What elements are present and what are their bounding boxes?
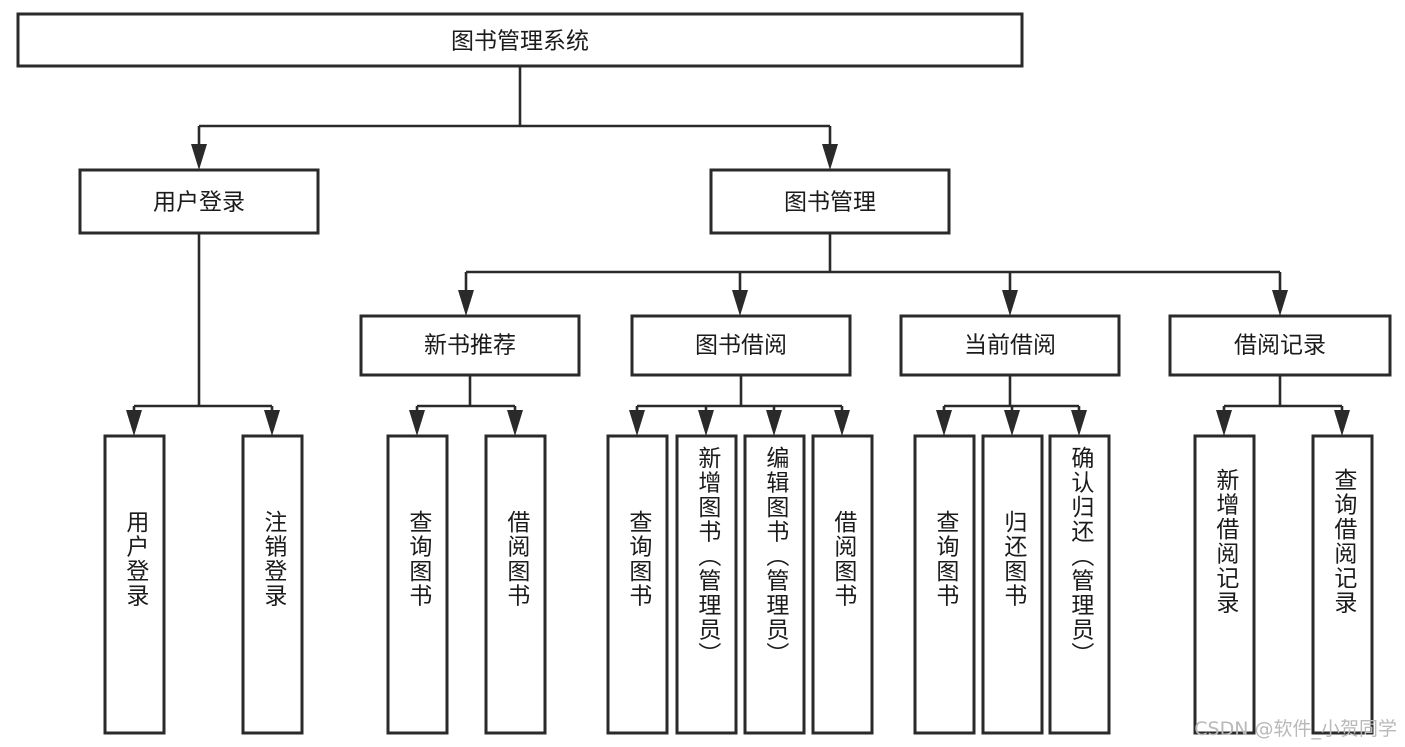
connector-newbookrec-to-leaves [409, 375, 523, 436]
node-label: 借阅记录 [1234, 333, 1326, 359]
connector-userlogin-to-leaves [126, 233, 280, 436]
node-new-book-rec[interactable]: 新书推荐 [359, 314, 581, 377]
leaf-boxes-new-book-rec [386, 434, 547, 735]
node-label: 新书推荐 [424, 333, 516, 359]
node-box[interactable] [386, 434, 449, 735]
arrow-head-icon [766, 410, 782, 436]
arrow-head-icon [629, 410, 645, 436]
node-box [359, 314, 581, 377]
node-box[interactable] [1048, 434, 1111, 735]
node-box [1168, 314, 1392, 377]
node-box[interactable] [913, 434, 976, 735]
arrow-head-icon [1216, 410, 1232, 436]
node-box[interactable] [241, 434, 304, 735]
node-box[interactable] [1311, 434, 1374, 735]
leaf-boxes-book-borrow [606, 434, 874, 735]
arrow-head-icon [732, 290, 748, 316]
arrow-head-icon [409, 410, 425, 436]
node-box[interactable] [743, 434, 806, 735]
node-box[interactable] [811, 434, 874, 735]
node-label: 图书管理 [784, 190, 876, 216]
node-box[interactable] [103, 434, 166, 735]
node-current-borrow[interactable]: 当前借阅 [899, 314, 1121, 377]
node-label: 当前借阅 [964, 333, 1056, 359]
node-user-login[interactable]: 用户登录 [78, 168, 320, 235]
connector-root-to-level2 [191, 66, 838, 170]
node-book-borrow[interactable]: 图书借阅 [630, 314, 852, 377]
arrow-head-icon [507, 410, 523, 436]
node-label: 图书借阅 [695, 333, 787, 359]
arrow-head-icon [126, 410, 142, 436]
node-box [16, 12, 1024, 68]
connector-bookmanage-to-level3 [458, 233, 1288, 316]
connector-bookborrow-to-leaves [629, 375, 850, 436]
node-box[interactable] [484, 434, 547, 735]
node-box [899, 314, 1121, 377]
arrow-head-icon [1004, 410, 1020, 436]
node-root-system[interactable]: 图书管理系统 [16, 12, 1024, 68]
arrow-head-icon [698, 410, 714, 436]
node-box [630, 314, 852, 377]
node-box [78, 168, 320, 235]
arrow-head-icon [936, 410, 952, 436]
node-label: 图书管理系统 [451, 29, 589, 55]
connector-borrowrecord-to-leaves [1216, 375, 1350, 436]
arrow-head-icon [1272, 290, 1288, 316]
node-borrow-record[interactable]: 借阅记录 [1168, 314, 1392, 377]
leaf-boxes-user-login [103, 434, 304, 735]
arrow-head-icon [822, 144, 838, 170]
node-box [709, 168, 951, 235]
connector-currentborrow-to-leaves [936, 375, 1087, 436]
watermark-text: CSDN @软件_小贺同学 [1194, 718, 1397, 740]
arrow-head-icon [1002, 290, 1018, 316]
node-label: 用户登录 [153, 190, 245, 216]
arrow-head-icon [834, 410, 850, 436]
leaf-boxes-borrow-record [1193, 434, 1374, 735]
node-book-manage[interactable]: 图书管理 [709, 168, 951, 235]
node-box[interactable] [675, 434, 738, 735]
node-box[interactable] [1193, 434, 1256, 735]
arrow-head-icon [191, 144, 207, 170]
arrow-head-icon [1071, 410, 1087, 436]
arrow-head-icon [1334, 410, 1350, 436]
node-box[interactable] [981, 434, 1044, 735]
leaf-boxes-current-borrow [913, 434, 1111, 735]
arrow-head-icon [458, 290, 474, 316]
arrow-head-icon [264, 410, 280, 436]
node-box[interactable] [606, 434, 669, 735]
